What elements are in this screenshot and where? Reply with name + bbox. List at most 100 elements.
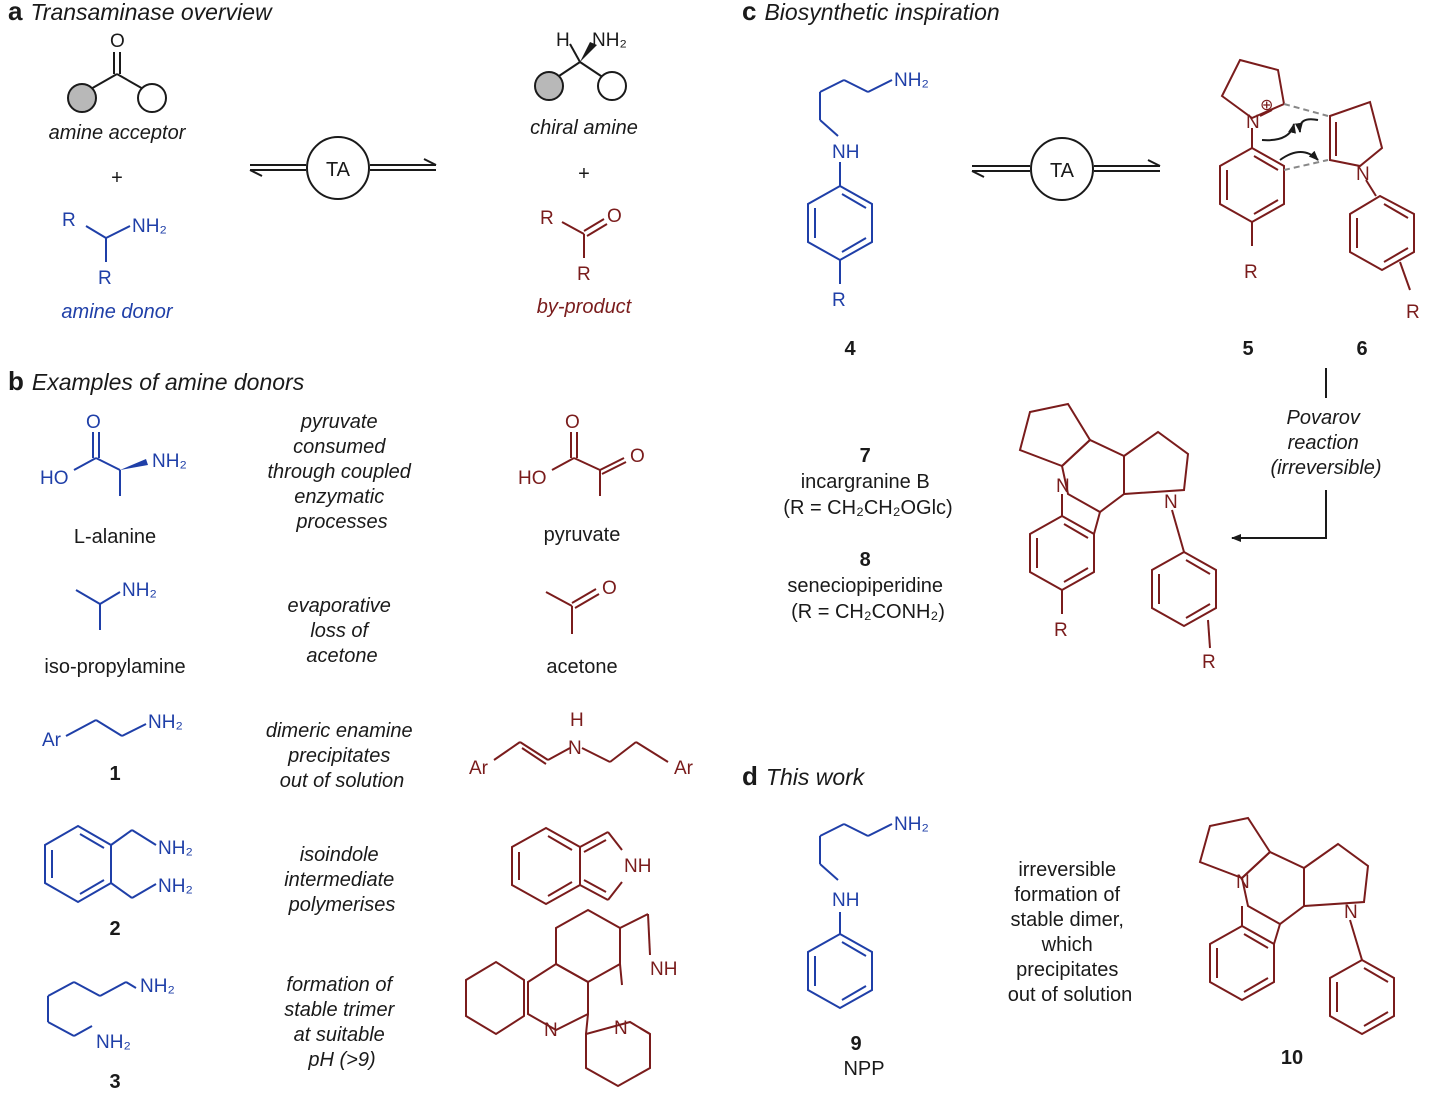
substituent-circle-grey (67, 83, 97, 113)
atom-NH: NH (650, 959, 677, 980)
atom-N: N (614, 1018, 628, 1039)
atom-Ar: Ar (42, 730, 62, 751)
compound-10-structure: N N (1198, 816, 1395, 1036)
transaminase-cycle-c: TA (971, 137, 1161, 201)
substituent-circle-white (597, 71, 627, 101)
atom-R: R (62, 210, 76, 231)
donor-label: amine donor (61, 301, 174, 323)
arylethylamine-structure: Ar NH₂ (42, 712, 183, 751)
compound-number-1: 1 (109, 763, 120, 785)
isoindole-structure: NH (511, 826, 651, 906)
acceptor-label: amine acceptor (49, 122, 187, 144)
compound-abbreviation-npp: NPP (843, 1058, 884, 1080)
compound-number-10: 10 (1281, 1047, 1303, 1069)
atom-HO: HO (518, 468, 547, 489)
compound-number-3: 3 (109, 1071, 120, 1093)
atom-O: O (607, 206, 622, 227)
atom-NH2: NH₂ (894, 70, 929, 91)
compound-number-2: 2 (109, 918, 120, 940)
atom-R: R (832, 290, 846, 311)
atom-O: O (86, 412, 101, 433)
example-name-alanine: L-alanine (74, 526, 156, 548)
cadaverine-structure: NH₂ NH₂ (47, 976, 175, 1053)
enzyme-label: TA (1050, 160, 1075, 182)
atom-O: O (630, 446, 645, 467)
atom-NH: NH (832, 142, 859, 163)
atom-N: N (544, 1020, 558, 1041)
trimer-structure: NH N N (465, 908, 677, 1088)
povarov-arrow (1231, 490, 1327, 542)
atom-N-plus: N (1246, 112, 1260, 133)
compound-9-structure: NH₂ NH (807, 814, 929, 1010)
atom-NH2: NH₂ (158, 838, 193, 859)
enzyme-label: TA (326, 159, 351, 181)
compound-number-9: 9 (850, 1033, 861, 1055)
amine-donor-structure: R NH₂ R (62, 210, 167, 289)
atom-O: O (565, 412, 580, 433)
atom-N: N (1356, 164, 1370, 185)
plus-sign: + (578, 163, 590, 185)
atom-O: O (110, 31, 125, 52)
atom-R: R (1406, 302, 1420, 323)
atom-NH2: NH₂ (894, 814, 929, 835)
atom-NH2: NH₂ (132, 216, 167, 237)
atom-NH2: NH₂ (158, 876, 193, 897)
substituent-circle-white (137, 83, 167, 113)
example-comment-2: isoindole intermediate polymerises (284, 844, 400, 916)
atom-O: O (602, 578, 617, 599)
atom-NH2: NH₂ (592, 30, 627, 51)
isopropylamine-structure: NH₂ (75, 580, 157, 630)
example-product-acetone: acetone (546, 656, 617, 678)
pyruvate-structure: O HO O (518, 412, 645, 496)
charge-plus: ⊕ (1260, 97, 1273, 114)
transaminase-cycle: TA (249, 136, 437, 200)
plus-sign: + (111, 167, 123, 189)
atom-NH2: NH₂ (122, 580, 157, 601)
atom-NH2: NH₂ (140, 976, 175, 997)
atom-R: R (1054, 620, 1068, 641)
product-label: chiral amine (530, 117, 638, 139)
atom-NH2: NH₂ (152, 451, 187, 472)
example-comment-isopropylamine: evaporative loss of acetone (288, 595, 397, 667)
enamine-dimer-structure: Ar H N Ar (469, 710, 694, 779)
compound-7-label: 7 incargranine B (R = CH₂CH₂OGlc) (783, 445, 952, 519)
atom-N: N (1164, 492, 1178, 513)
example-product-pyruvate: pyruvate (544, 524, 621, 546)
atom-NH: NH (832, 890, 859, 911)
atom-R: R (1244, 262, 1258, 283)
atom-NH2: NH₂ (148, 712, 183, 733)
atom-R: R (1202, 652, 1216, 673)
incargranine-structure: N N R R (1018, 402, 1217, 673)
atom-N: N (1056, 476, 1070, 497)
compound-number-5: 5 (1242, 338, 1253, 360)
acetone-structure: O (545, 578, 617, 634)
l-alanine-structure: O HO NH₂ (40, 412, 187, 496)
enzyme-circle (306, 136, 370, 200)
example-name-isopropylamine: iso-propylamine (44, 656, 185, 678)
atom-H: H (570, 710, 584, 731)
compound-number-6: 6 (1356, 338, 1367, 360)
compound-8-label: 8 seneciopiperidine (R = CH₂CONH₂) (787, 549, 948, 623)
xylylenediamine-structure: NH₂ NH₂ (44, 824, 193, 904)
povarov-step-label: Povarov reaction (irreversible) (1270, 407, 1381, 479)
chiral-amine-structure: H NH₂ (534, 30, 627, 101)
atom-HO: HO (40, 468, 69, 489)
atom-R: R (577, 264, 591, 285)
atom-Ar: Ar (674, 758, 694, 779)
byproduct-label: by-product (537, 296, 633, 318)
enzyme-circle (1030, 137, 1094, 201)
example-comment-1: dimeric enamine precipitates out of solu… (266, 720, 418, 792)
compound-4-structure: NH₂ NH R (807, 70, 929, 311)
atom-R: R (540, 208, 554, 229)
atom-Ar: Ar (469, 758, 489, 779)
atom-NH2: NH₂ (96, 1032, 131, 1053)
atom-N: N (1236, 872, 1250, 893)
ketone-structure: O (67, 31, 167, 113)
